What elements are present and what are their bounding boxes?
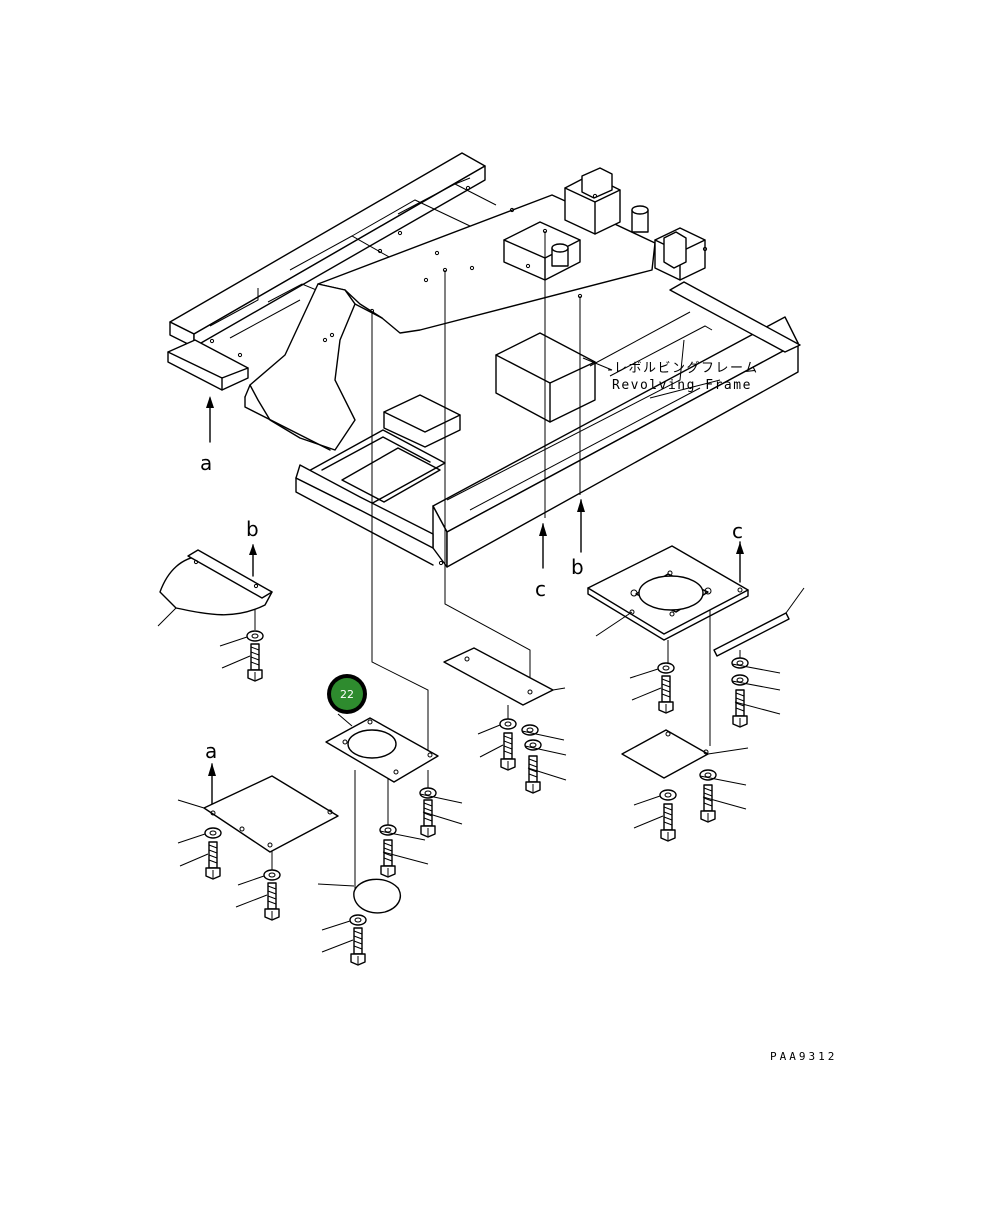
view-label-b-left-plate: b — [246, 517, 259, 541]
washer — [524, 739, 542, 751]
washer — [379, 824, 397, 836]
washer — [657, 662, 675, 674]
cover-plate-center — [443, 647, 566, 706]
strip-right — [713, 587, 805, 657]
callout-22-number: 22 — [340, 688, 354, 701]
washer — [419, 787, 437, 799]
washer — [731, 657, 749, 669]
view-arrows — [206, 396, 744, 807]
cover-plate-right-upper — [587, 545, 749, 641]
cover-plate-right-lower — [621, 729, 749, 779]
frame-label-japanese: レボルビングフレーム — [614, 361, 759, 376]
cover-plate-left-upper — [157, 549, 273, 627]
view-label-c-right-plate: c — [732, 519, 743, 543]
washer — [204, 827, 222, 839]
washer — [349, 914, 367, 926]
view-label-a-frame: a — [200, 451, 212, 475]
washer — [246, 630, 264, 642]
cover-plate-left-lower — [177, 775, 339, 853]
washer — [731, 674, 749, 686]
drawing-code: PAA9312 — [770, 1050, 837, 1063]
revolving-frame — [167, 152, 801, 568]
callout-22-badge — [331, 678, 363, 710]
washer — [659, 789, 677, 801]
gasket-plate-22 — [325, 717, 439, 783]
washer — [499, 718, 517, 730]
round-cover — [317, 878, 402, 914]
washer — [699, 769, 717, 781]
view-label-b-frame: b — [571, 555, 584, 579]
view-label-a-lower-plate: a — [205, 739, 217, 763]
frame-label-english: Revolving Frame — [612, 378, 752, 393]
washer — [521, 724, 539, 736]
view-label-c-frame: c — [535, 577, 546, 601]
washer — [263, 869, 281, 881]
fasteners — [177, 630, 781, 966]
callout-22-button[interactable]: 22 — [327, 674, 367, 727]
